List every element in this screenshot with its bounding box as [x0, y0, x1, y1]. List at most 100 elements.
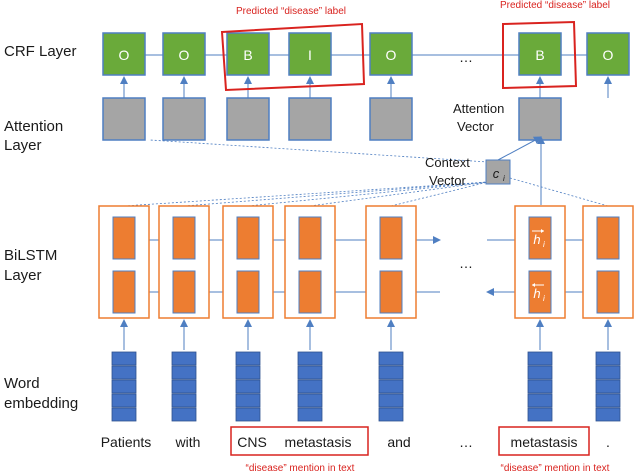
embedding-cell-7-3	[595, 379, 621, 394]
crf-label-6: B	[535, 47, 544, 63]
context-symbol: c	[493, 166, 500, 181]
embedding-cell-3-1	[235, 351, 261, 366]
context-vector-label-2: Vector	[429, 173, 467, 188]
hidden-state-forward-symbol: h	[533, 232, 540, 247]
attention-weight-line-3	[247, 181, 489, 207]
word-3: CNS	[237, 434, 267, 450]
word-2: with	[175, 434, 201, 450]
embedding-cell-3-4	[235, 393, 261, 408]
word-8: .	[606, 434, 610, 450]
mention-label-2: “disease” mention in text	[501, 463, 610, 474]
attention-vector-label-1: Attention	[453, 101, 504, 116]
lstm-forward-unit-3	[236, 216, 260, 260]
layer-label-crf: CRF Layer	[4, 43, 77, 60]
attention-box-1	[102, 97, 146, 141]
embedding-cell-7-1	[595, 351, 621, 366]
embedding-cell-7-4	[595, 393, 621, 408]
crf-box-4	[288, 32, 332, 76]
embedding-cell-1-5	[111, 407, 137, 422]
embedding-cell-6-4	[527, 393, 553, 408]
embedding-cell-3-5	[235, 407, 261, 422]
embedding-cell-1-2	[111, 365, 137, 380]
lstm-forward-unit-2	[172, 216, 196, 260]
attention-weight-line-2	[183, 181, 489, 207]
crf-label-5: O	[386, 47, 397, 63]
crf-box-3	[226, 32, 270, 76]
embedding-cell-7-2	[595, 365, 621, 380]
lstm-backward-unit-3	[236, 270, 260, 314]
lstm-backward-unit-5	[379, 270, 403, 314]
embedding-cell-6-3	[527, 379, 553, 394]
crf-label-3: B	[243, 47, 252, 63]
embedding-cell-4-3	[297, 379, 323, 394]
embedding-cell-1-1	[111, 351, 137, 366]
word-4: metastasis	[285, 434, 352, 450]
context-vector-box	[485, 159, 511, 185]
embedding-cell-4-4	[297, 393, 323, 408]
lstm-forward-unit-6	[528, 216, 552, 260]
hidden-state-backward-arrowhead-icon	[532, 283, 535, 287]
attention-weight-line-1	[123, 181, 489, 207]
word-7: metastasis	[511, 434, 578, 450]
lstm-forward-unit-5	[379, 216, 403, 260]
embedding-cell-1-4	[111, 393, 137, 408]
hidden-state-backward-symbol: h	[533, 286, 540, 301]
attention-box-6	[518, 97, 562, 141]
word-5: and	[387, 434, 410, 450]
attention-box-3	[226, 97, 270, 141]
lstm-backward-unit-2	[172, 270, 196, 314]
embedding-cell-6-5	[527, 407, 553, 422]
embedding-cell-4-1	[297, 351, 323, 366]
context-broadcast-line	[149, 139, 489, 163]
layer-label-attention-2: Layer	[4, 137, 42, 154]
lstm-forward-unit-1	[112, 216, 136, 260]
predicted-span-box-1	[220, 22, 366, 92]
lstm-forward-unit-4	[298, 216, 322, 260]
hidden-state-backward-subscript: i	[543, 294, 545, 303]
hidden-state-forward-subscript: i	[543, 240, 545, 249]
word-1: Patients	[101, 434, 152, 450]
predicted-span-box-2	[502, 20, 578, 90]
embedding-cell-3-2	[235, 365, 261, 380]
embedding-cell-5-1	[378, 351, 404, 366]
embedding-cell-5-3	[378, 379, 404, 394]
lstm-backward-unit-1	[112, 270, 136, 314]
lstm-backward-unit-6	[528, 270, 552, 314]
embedding-cell-1-3	[111, 379, 137, 394]
layer-label-embed-1: Word	[4, 375, 40, 392]
layer-label-bilstm-1: BiLSTM	[4, 247, 57, 264]
embedding-cell-2-1	[171, 351, 197, 366]
embedding-cell-6-2	[527, 365, 553, 380]
lstm-backward-unit-7	[596, 270, 620, 314]
crf-box-2	[162, 32, 206, 76]
crf-label-7: O	[603, 47, 614, 63]
layer-label-embed-2: embedding	[4, 395, 78, 412]
attention-box-5	[369, 97, 413, 141]
crf-box-1	[102, 32, 146, 76]
embedding-cell-2-5	[171, 407, 197, 422]
crf-label-4: I	[308, 47, 312, 63]
context-subscript: i	[503, 174, 505, 183]
predicted-label-2: Predicted “disease” label	[500, 0, 610, 11]
lstm-forward-unit-7	[596, 216, 620, 260]
embedding-cell-4-2	[297, 365, 323, 380]
ellipsis-lstm: …	[459, 255, 473, 271]
context-vector-label-1: Context	[425, 155, 470, 170]
layer-label-attention-1: Attention	[4, 118, 63, 135]
crf-box-6	[518, 32, 562, 76]
context-to-attention-arrow	[497, 136, 542, 161]
embedding-cell-3-3	[235, 379, 261, 394]
embedding-cell-2-4	[171, 393, 197, 408]
mention-box-1	[230, 426, 369, 456]
embedding-cell-5-4	[378, 393, 404, 408]
embedding-cell-6-1	[527, 351, 553, 366]
word-6: …	[459, 434, 473, 450]
attention-box-4	[288, 97, 332, 141]
crf-label-2: O	[179, 47, 190, 63]
attention-box-2	[162, 97, 206, 141]
attention-weight-line-5	[390, 181, 489, 207]
attention-weight-line-7	[509, 177, 609, 207]
predicted-label-1: Predicted “disease” label	[236, 6, 346, 17]
hidden-state-forward-arrowhead-icon	[541, 229, 544, 233]
